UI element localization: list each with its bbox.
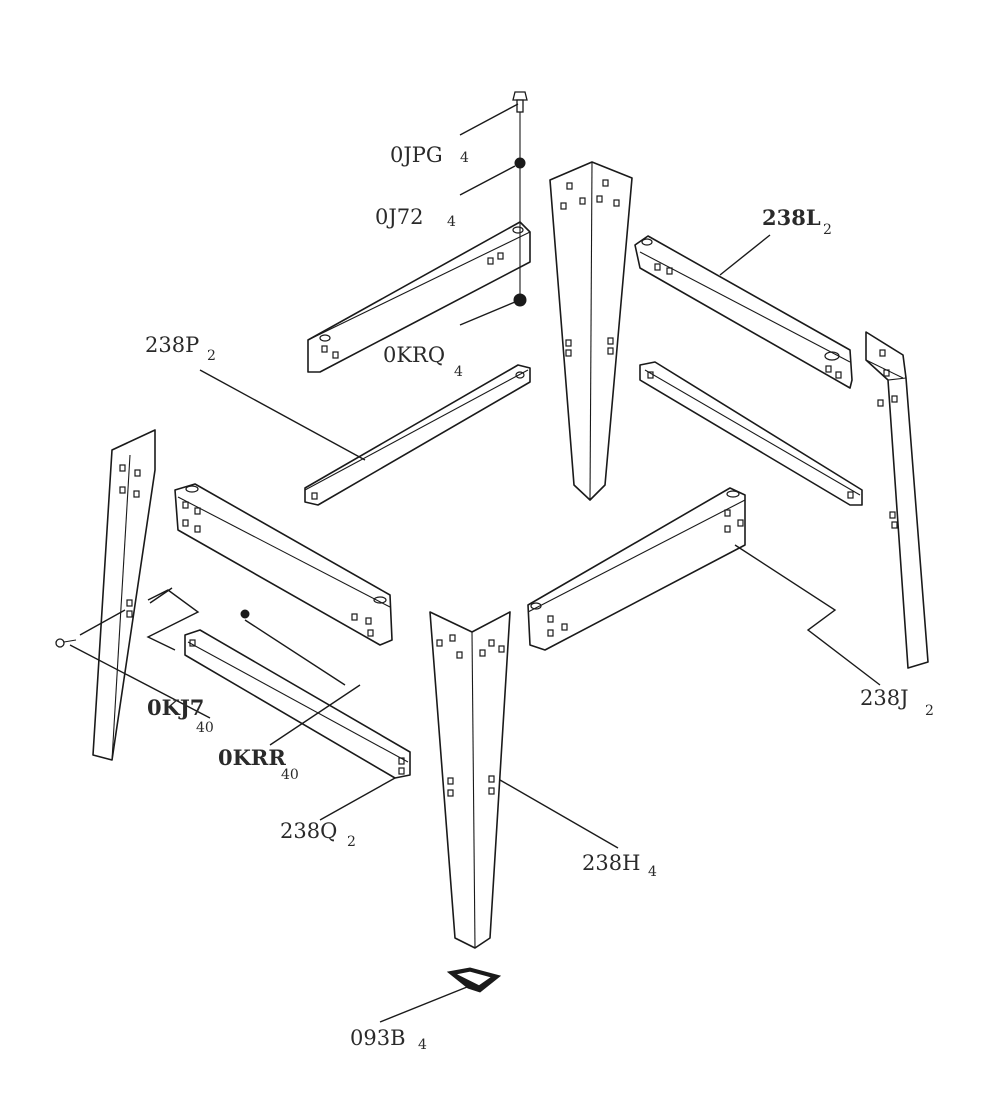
- leg-right: [865, 331, 929, 669]
- rail-bottom-front: [184, 629, 411, 779]
- leg-rear-center: [549, 161, 633, 501]
- apron-front-left: [174, 483, 393, 646]
- rail-top-right: [634, 235, 853, 389]
- rail-mid-right: [639, 361, 863, 506]
- apron-front-right: [527, 487, 746, 651]
- bolt-stack-hardware: [512, 91, 528, 307]
- leader-lines: [69, 103, 881, 1023]
- screw-hardware: [55, 638, 77, 648]
- leg-front-center: [429, 611, 511, 949]
- label-0krq: 0KRQ4: [383, 343, 463, 380]
- nut-hardware: [240, 609, 250, 619]
- leg-left: [92, 429, 156, 761]
- foot-pad: [446, 967, 502, 993]
- rail-mid-left: [304, 364, 531, 506]
- label-238j: 238J2: [860, 686, 934, 719]
